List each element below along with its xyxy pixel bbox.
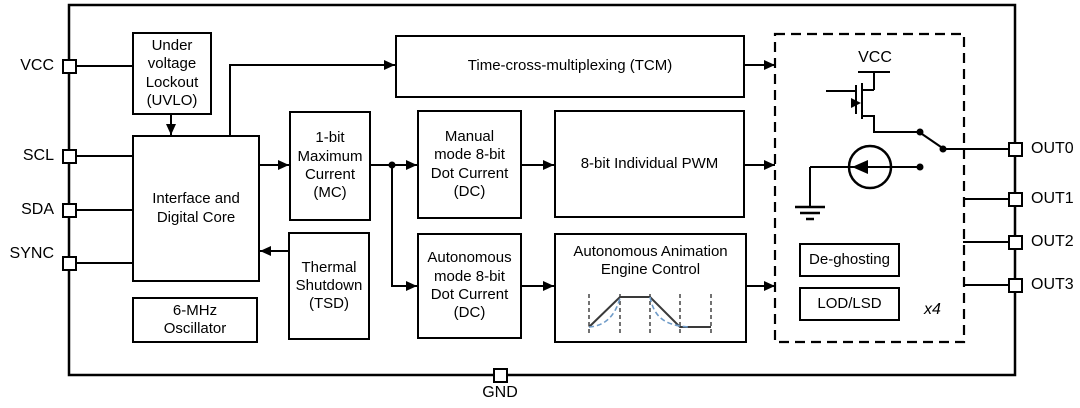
pin-label-sync: SYNC: [9, 245, 54, 262]
mosfet-icon: [826, 71, 918, 133]
interface-digital-core-label: Interface and Digital Core: [152, 190, 240, 226]
uvlo-label: Under voltage Lockout (UVLO): [145, 36, 199, 109]
lod-lsd-label: LOD/LSD: [817, 294, 882, 312]
pin-out1: [1008, 192, 1023, 207]
pin-out2: [1008, 235, 1023, 250]
pin-label-gnd: GND: [482, 384, 518, 401]
uvlo-block: Under voltage Lockout (UVLO): [132, 32, 212, 115]
animation-engine-block: Autonomous Animation Engine Control: [554, 233, 747, 343]
interface-digital-core-block: Interface and Digital Core: [132, 135, 260, 282]
pin-label-scl: SCL: [22, 147, 54, 164]
oscillator-block: 6-MHz Oscillator: [132, 297, 258, 343]
pin-sync: [62, 256, 77, 271]
individual-pwm-label: 8-bit Individual PWM: [580, 154, 719, 172]
output-stage-vcc-label: VCC: [858, 49, 892, 66]
pin-sda: [62, 203, 77, 218]
autonomous-dc-label: Autonomous mode 8-bit Dot Current (DC): [427, 249, 512, 322]
pin-vcc: [62, 59, 77, 74]
pin-label-out1: OUT1: [1031, 190, 1074, 207]
deghosting-label: De-ghosting: [809, 250, 890, 268]
current-source-icon: [810, 144, 918, 190]
pin-label-out0: OUT0: [1031, 140, 1074, 157]
animation-engine-label: Autonomous Animation Engine Control: [573, 243, 728, 279]
manual-dc-block: Manual mode 8-bit Dot Current (DC): [417, 110, 522, 219]
pin-scl: [62, 149, 77, 164]
switch-icon: [916, 128, 947, 171]
pin-out3: [1008, 278, 1023, 293]
manual-dc-label: Manual mode 8-bit Dot Current (DC): [430, 127, 509, 200]
junction-dot-mc: [388, 161, 396, 169]
individual-pwm-block: 8-bit Individual PWM: [554, 110, 745, 218]
pin-label-sda: SDA: [21, 201, 54, 218]
pin-label-out2: OUT2: [1031, 233, 1074, 250]
pin-label-vcc: VCC: [20, 57, 54, 74]
tcm-block: Time-cross-multiplexing (TCM): [395, 35, 745, 98]
lod-lsd-block: LOD/LSD: [799, 287, 900, 321]
output-stage-multiplier-label: x4: [924, 301, 941, 318]
ground-icon: [795, 167, 825, 221]
thermal-shutdown-block: Thermal Shutdown (TSD): [288, 232, 370, 340]
tcm-label: Time-cross-multiplexing (TCM): [467, 57, 673, 75]
max-current-label: 1-bit Maximum Current (MC): [297, 129, 363, 202]
pin-gnd: [493, 368, 508, 383]
pin-out0: [1008, 142, 1023, 157]
oscillator-label: 6-MHz Oscillator: [163, 301, 227, 337]
max-current-block: 1-bit Maximum Current (MC): [289, 111, 371, 221]
autonomous-dc-block: Autonomous mode 8-bit Dot Current (DC): [417, 233, 522, 339]
thermal-shutdown-label: Thermal Shutdown (TSD): [295, 258, 363, 313]
wire-mc-to-autonomous-dc: [391, 165, 417, 291]
deghosting-block: De-ghosting: [799, 243, 900, 277]
pin-label-out3: OUT3: [1031, 276, 1074, 293]
